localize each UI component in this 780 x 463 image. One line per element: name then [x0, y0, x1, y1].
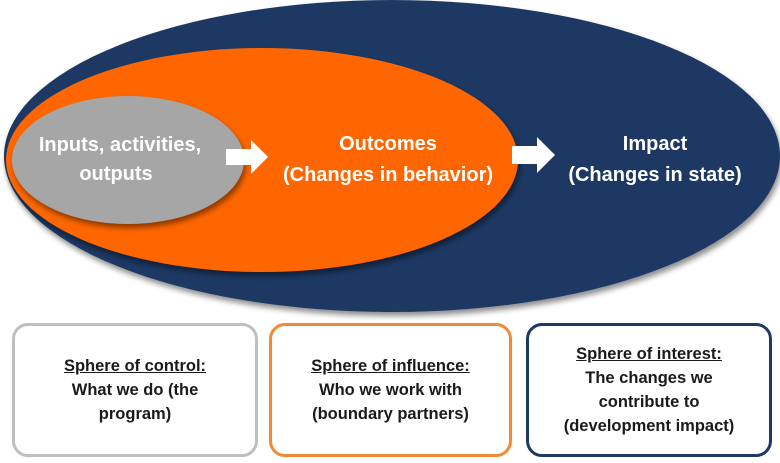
sphere-of-influence-line2: (boundary partners) [312, 405, 469, 423]
sphere-of-control-box: Sphere of control: What we do (the progr… [12, 323, 258, 457]
sphere-of-influence-line1: Who we work with [319, 381, 462, 399]
sphere-of-interest-line2: contribute to [598, 393, 700, 411]
sphere-of-control-title: Sphere of control: [63, 357, 207, 375]
sphere-of-influence-title: Sphere of influence: [311, 357, 470, 375]
outcomes-label-line2: (Changes in behavior) [283, 164, 493, 186]
sphere-of-influence-box: Sphere of influence: Who we work with (b… [269, 323, 512, 457]
sphere-of-control-line1: What we do (the [71, 381, 199, 399]
right-arrow-icon [226, 140, 268, 174]
impact-label-line2: (Changes in state) [568, 164, 741, 186]
inputs-label-line1: Inputs, activities, [39, 134, 201, 156]
inputs-label-line2: outputs [79, 163, 152, 185]
impact-label-line1: Impact [623, 133, 688, 155]
outcomes-label-line1: Outcomes [339, 133, 437, 155]
sphere-of-control-line2: program) [98, 405, 172, 423]
sphere-of-interest-title: Sphere of interest: [576, 345, 722, 363]
inputs-ellipse [12, 96, 244, 224]
sphere-of-interest-box: Sphere of interest: The changes we contr… [526, 323, 772, 457]
right-arrow-icon [512, 137, 555, 173]
spheres-diagram: Inputs, activities, outputs Outcomes (Ch… [4, 0, 780, 312]
sphere-of-interest-line1: The changes we [585, 369, 713, 387]
sphere-of-interest-line3: (development impact) [563, 417, 735, 435]
